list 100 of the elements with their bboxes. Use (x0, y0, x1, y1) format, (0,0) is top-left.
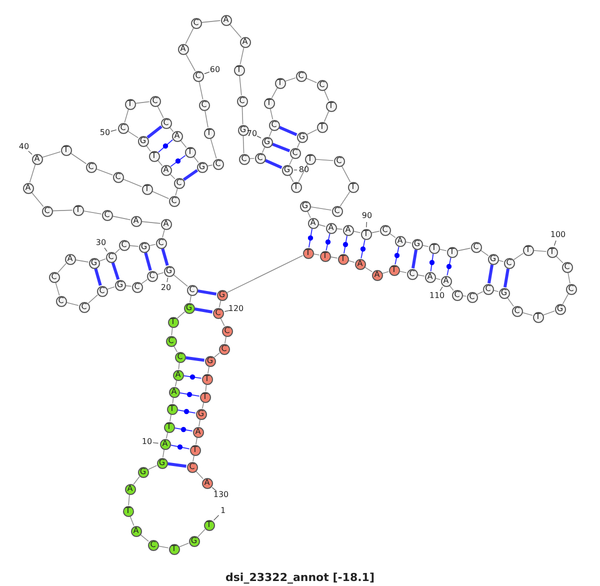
backbone-line (214, 352, 220, 358)
backbone-line (296, 142, 300, 148)
backbone-line (83, 210, 102, 214)
backbone-line (29, 164, 36, 183)
backbone-line (192, 455, 194, 462)
base-pair-line (326, 233, 330, 251)
base-pair-line (182, 169, 198, 181)
position-number: 1 (220, 507, 226, 515)
backbone-line (107, 286, 115, 290)
backbone-line (289, 158, 293, 166)
base-pair-line (446, 257, 452, 276)
backbone-line (112, 216, 131, 220)
backbone-line (130, 516, 134, 526)
position-number: 120 (228, 305, 244, 313)
backbone-line (298, 164, 308, 182)
backbone-line (556, 256, 564, 264)
base-pair-line (264, 158, 282, 170)
position-number: 100 (550, 231, 566, 239)
backbone-line (364, 266, 373, 272)
backbone-line (173, 274, 188, 287)
backbone-line (289, 174, 294, 182)
backbone-line (162, 449, 164, 458)
backbone-line (341, 166, 351, 182)
backbone-line (128, 494, 130, 506)
backbone-line (157, 106, 164, 118)
backbone-line (141, 221, 161, 224)
backbone-line (249, 158, 255, 160)
backbone-line (202, 402, 204, 409)
backbone-line (149, 244, 156, 246)
base-pair-line (186, 356, 204, 362)
backbone-line (176, 311, 186, 319)
backbone-line (198, 528, 206, 538)
backbone-line (242, 106, 244, 125)
backbone-line (533, 250, 547, 252)
backbone-line (208, 366, 210, 374)
backbone-line (114, 248, 120, 254)
backbone-line (371, 230, 380, 234)
backbone-line (522, 312, 533, 316)
base-pair-line (170, 444, 190, 450)
backbone-line (96, 168, 113, 176)
backbone-line (162, 229, 165, 238)
backbone-line (99, 258, 106, 262)
base-pair-line (430, 253, 434, 272)
backbone-line (220, 318, 225, 326)
backbone-line (382, 271, 389, 274)
backbone-line (178, 542, 190, 548)
base-pair-line (183, 375, 202, 379)
backbone-line (568, 272, 570, 284)
backbone-line (315, 159, 334, 161)
backbone-line (313, 254, 320, 256)
backbone-line (152, 190, 170, 200)
backbone-line (439, 248, 447, 252)
backbone-line (324, 110, 330, 122)
backbone-line (543, 310, 555, 316)
backbone-line (513, 252, 524, 260)
backbone-line (399, 270, 407, 274)
position-number: 70 (246, 130, 258, 138)
backbone-line (124, 109, 129, 123)
backbone-line (226, 255, 304, 293)
base-pair-line (146, 125, 162, 139)
backbone-line (55, 282, 60, 296)
backbone-line (457, 248, 471, 252)
position-number: 110 (429, 292, 445, 300)
backbone-line (285, 77, 296, 82)
backbone-line (146, 145, 151, 152)
backbone-line (148, 465, 158, 470)
backbone-line (157, 272, 164, 275)
base-pair-line (174, 427, 193, 432)
backbone-line (239, 75, 242, 96)
backbone-line (422, 244, 429, 248)
backbone-line (306, 78, 318, 84)
base-pair-line (177, 409, 196, 414)
backbone-line (242, 135, 244, 154)
base-pair-line (170, 154, 186, 168)
backbone-line (270, 108, 274, 120)
backbone-line (133, 476, 140, 485)
position-number: 40 (18, 143, 30, 151)
position-number: 90 (362, 212, 372, 220)
backbone-line (122, 178, 142, 188)
backbone-line (324, 90, 330, 102)
base-pair-line (278, 126, 298, 136)
backbone-line (198, 81, 204, 100)
backbone-line (52, 210, 73, 212)
backbone-line (353, 230, 361, 234)
backbone-line (562, 294, 569, 304)
backbone-line (185, 28, 194, 44)
backbone-line (170, 414, 172, 422)
base-pair-line (503, 268, 510, 288)
backbone-line (348, 260, 355, 263)
base-pair-line (168, 462, 186, 468)
position-number: 30 (96, 239, 106, 247)
base-pair-line (272, 142, 290, 152)
backbone-line (140, 534, 149, 542)
backbone-line (204, 110, 208, 128)
base-pair-line (111, 262, 120, 280)
backbone-line (271, 88, 278, 98)
backbone-line (66, 302, 79, 306)
backbone-line (210, 138, 217, 159)
base-pair-line (411, 249, 418, 269)
backbone-line (75, 260, 89, 262)
